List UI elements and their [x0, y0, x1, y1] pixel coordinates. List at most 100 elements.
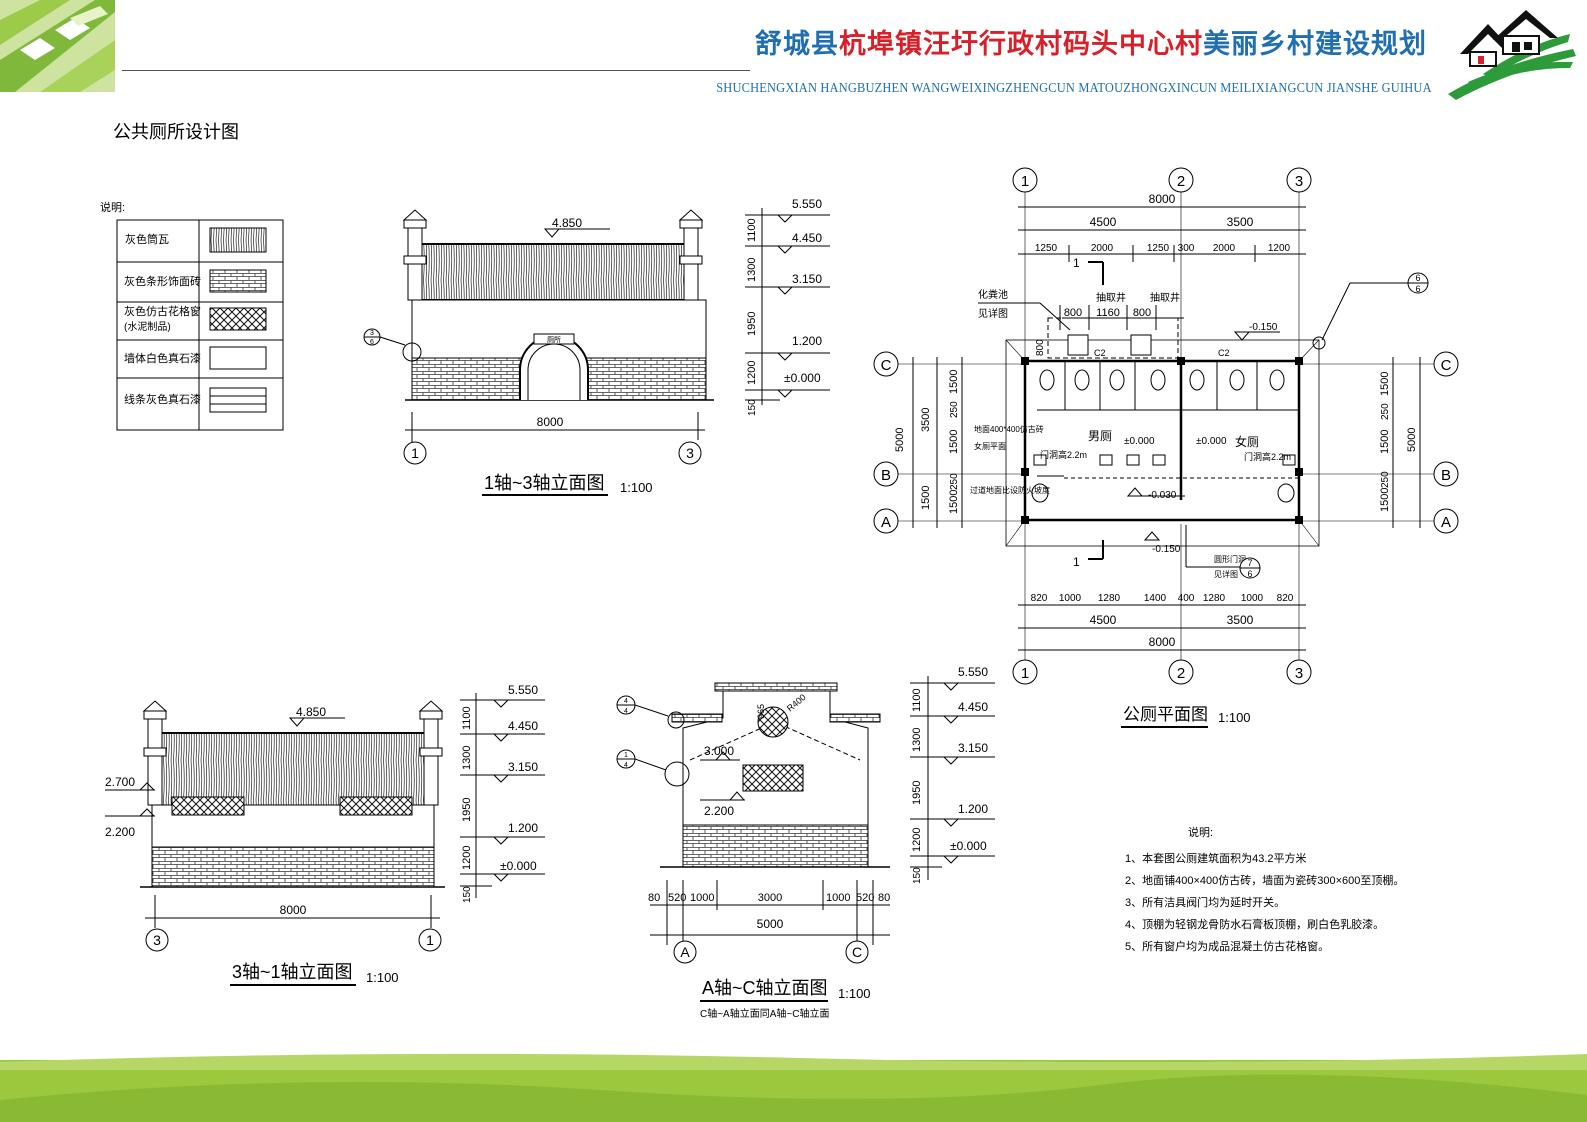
- svg-text:400: 400: [1178, 593, 1195, 604]
- notes-heading: 说明:: [1188, 825, 1213, 839]
- elev13-title: 1轴~3轴立面图: [484, 473, 605, 493]
- label-pump1: 抽取井: [1096, 291, 1126, 304]
- svg-text:3500: 3500: [920, 408, 932, 432]
- svg-text:800: 800: [1035, 339, 1046, 356]
- roof-tiles: [419, 243, 699, 301]
- svg-text:150: 150: [912, 867, 923, 884]
- sheet-title: 公共厕所设计图: [113, 122, 239, 143]
- svg-text:250: 250: [949, 473, 960, 490]
- svg-text:1500: 1500: [948, 430, 960, 454]
- svg-text:±0.000: ±0.000: [950, 839, 987, 853]
- elev31-top-level: 4.850: [296, 705, 326, 719]
- svg-text:4.450: 4.450: [508, 719, 538, 733]
- plan-axis-B-left: B: [881, 467, 891, 484]
- svg-text:1200: 1200: [911, 828, 923, 852]
- svg-text:1200: 1200: [746, 361, 758, 385]
- project-title-plan: 美丽乡村建设规划: [1203, 29, 1427, 60]
- level-2200: 2.200: [704, 804, 734, 818]
- elev31-window-top: 2.700: [105, 775, 135, 789]
- label-men: 男厕: [1088, 429, 1112, 443]
- elev13-scale: 1:100: [620, 480, 653, 495]
- elev31-axis-left: 3: [153, 932, 161, 948]
- svg-text:1950: 1950: [911, 781, 923, 805]
- svg-text:6: 6: [370, 339, 374, 346]
- elev31-scale: 1:100: [366, 970, 399, 985]
- pillar-left: [402, 209, 428, 301]
- pillar-left: [142, 700, 168, 806]
- note-3: 3、所有洁具阀门均为延时开关。: [1125, 895, 1285, 909]
- plan-total-bottom: 8000: [1149, 635, 1176, 649]
- label-women: 女厕: [1235, 434, 1259, 449]
- svg-text:2000: 2000: [1213, 243, 1236, 254]
- legend-item-brick: 灰色条形饰面砖: [124, 274, 201, 288]
- label-door-men: 门洞高2.2m: [1040, 449, 1087, 460]
- elev31-title: 3轴~1轴立面图: [232, 962, 353, 982]
- svg-text:5000: 5000: [894, 428, 906, 452]
- plan-total-top: 8000: [1149, 192, 1176, 206]
- plan-axis-3-bottom: 3: [1295, 665, 1303, 682]
- moon-door: [519, 335, 589, 400]
- header-rule: [122, 70, 750, 71]
- elev13-axis-left: 1: [411, 445, 419, 461]
- label-lvl-corridor: -0.030: [1148, 490, 1177, 501]
- plan-axis-C-left: C: [881, 357, 892, 374]
- plan-axis-A-left: A: [881, 514, 891, 531]
- svg-text:1.200: 1.200: [508, 821, 538, 835]
- detail-mark-2: 1 4: [616, 749, 690, 787]
- svg-text:1200: 1200: [1268, 243, 1291, 254]
- level-3000: 3.000: [704, 744, 734, 758]
- plan-scale: 1:100: [1218, 710, 1251, 725]
- legend-heading: 说明:: [100, 200, 125, 214]
- legend-item-tile: 灰色筒瓦: [125, 232, 169, 246]
- legend-item-trim: 线条灰色真石漆: [124, 392, 201, 406]
- svg-text:1500: 1500: [948, 370, 960, 394]
- plan-axis-C-right: C: [1441, 357, 1452, 374]
- svg-text:1500: 1500: [948, 490, 960, 514]
- svg-text:250: 250: [949, 401, 960, 418]
- project-subtitle: SHUCHENGXIAN HANGBUZHEN WANGWEIXINGZHENG…: [716, 80, 1432, 95]
- label-round-door: 圆形门洞: [1214, 554, 1246, 564]
- project-title-county: 舒城县: [755, 29, 839, 60]
- label-see-detail2: 见详图: [1214, 569, 1238, 579]
- elevation-A-C: 965 R400 3.000 2.200 4 4 1 4: [616, 665, 995, 1020]
- svg-text:1500: 1500: [1379, 430, 1391, 454]
- stalls: [1031, 361, 1299, 503]
- svg-text:1950: 1950: [461, 798, 473, 822]
- label-floor-note: 地面400*400仿古砖: [974, 424, 1044, 434]
- note-5: 5、所有窗户均为成品混凝土仿古花格窗。: [1125, 939, 1329, 953]
- svg-text:1100: 1100: [911, 688, 923, 712]
- svg-text:4.450: 4.450: [958, 700, 988, 714]
- label-door-women: 门洞高2.2m: [1244, 451, 1291, 462]
- elev13-top-level: 4.850: [552, 216, 582, 230]
- label-see-detail: 见详图: [978, 307, 1008, 320]
- level-scale-2: 5.550 4.450 3.150 1.200 ±0.000 1100 1300…: [460, 683, 545, 903]
- elev13-axis-right: 3: [686, 445, 694, 461]
- legend-item-window-note: (水泥制品): [124, 320, 171, 333]
- svg-text:820: 820: [1277, 593, 1294, 604]
- plan-axis-B-right: B: [1441, 467, 1451, 484]
- svg-text:6: 6: [1415, 273, 1420, 283]
- label-floor-note2: 女厕平面: [974, 441, 1006, 451]
- label-corridor: 过道地面比设防火坡度: [970, 485, 1050, 495]
- svg-text:1280: 1280: [1203, 593, 1226, 604]
- elev31-width: 8000: [280, 903, 307, 917]
- label-c2-left: C2: [1094, 348, 1106, 358]
- svg-text:5000: 5000: [1406, 428, 1418, 452]
- svg-text:1000: 1000: [1241, 593, 1264, 604]
- legend-item-window: 灰色仿古花格窗: [124, 304, 201, 318]
- legend: 说明: 灰色筒瓦 灰色条形饰面砖 灰色仿古花格窗 (水泥制品) 墙体白色真石漆 …: [100, 200, 284, 431]
- svg-text:3500: 3500: [1227, 215, 1254, 229]
- svg-text:250: 250: [1380, 403, 1391, 420]
- svg-text:1400: 1400: [1144, 593, 1167, 604]
- svg-text:1.200: 1.200: [958, 802, 988, 816]
- svg-text:6: 6: [1415, 284, 1420, 294]
- svg-text:7: 7: [1247, 558, 1252, 568]
- elev31-axis-right: 1: [426, 932, 434, 948]
- door-plaque: 厕所: [547, 335, 561, 344]
- svg-text:4.450: 4.450: [792, 231, 822, 245]
- svg-text:5.550: 5.550: [508, 683, 538, 697]
- lattice-window-right: [339, 796, 413, 816]
- svg-text:1000: 1000: [690, 892, 714, 904]
- svg-text:3000: 3000: [758, 892, 782, 904]
